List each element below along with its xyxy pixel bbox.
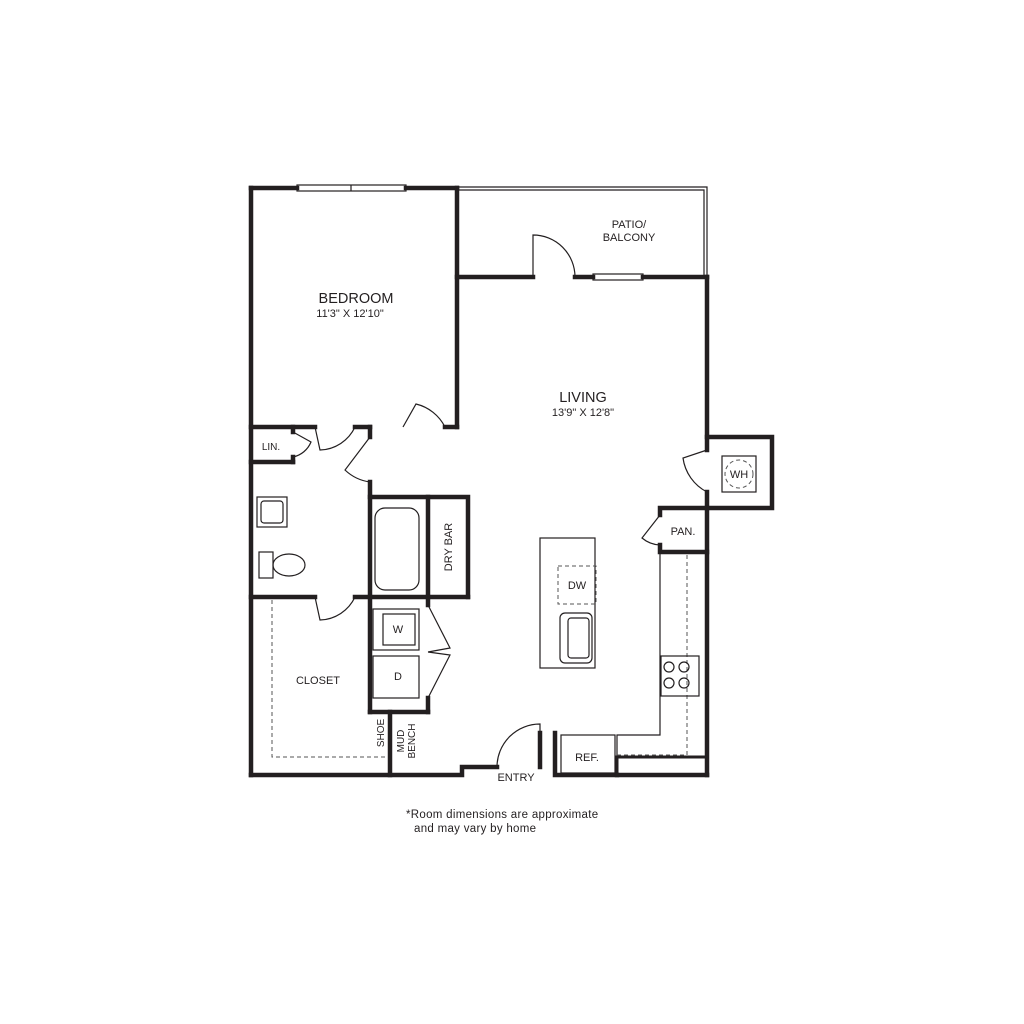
bath-sink bbox=[256, 496, 288, 528]
toilet-bowl bbox=[272, 553, 306, 577]
shoe-label: SHOE bbox=[376, 719, 387, 748]
windows bbox=[296, 184, 644, 281]
patio-railing bbox=[457, 186, 708, 277]
range bbox=[660, 655, 700, 697]
pantry-label: PAN. bbox=[671, 526, 696, 538]
bench-label: BENCH bbox=[407, 723, 418, 758]
kitchen-island bbox=[539, 537, 596, 669]
washer bbox=[372, 608, 420, 651]
dishwasher-label: DW bbox=[568, 580, 587, 592]
dry-bar-label: DRY BAR bbox=[443, 523, 455, 572]
dimensions-disclaimer: *Room dimensions are approximate and may… bbox=[406, 808, 598, 836]
balcony-label: BALCONY bbox=[603, 232, 656, 244]
water-heater-label: WH bbox=[730, 469, 748, 481]
doors bbox=[292, 234, 708, 768]
refrigerator-label: REF. bbox=[575, 752, 599, 764]
bathtub bbox=[374, 507, 420, 591]
linen-label: LIN. bbox=[262, 442, 280, 453]
fixtures bbox=[256, 455, 757, 774]
washer-label: W bbox=[393, 624, 404, 636]
closet-label: CLOSET bbox=[296, 675, 340, 687]
kitchen-sink bbox=[559, 612, 593, 664]
patio-label: PATIO/ bbox=[612, 219, 647, 231]
disclaimer-line-1: *Room dimensions are approximate bbox=[406, 809, 599, 821]
bedroom-label: BEDROOM bbox=[319, 291, 394, 307]
living-dims: 13'9" X 12'8" bbox=[552, 407, 614, 419]
dryer-label: D bbox=[394, 671, 402, 683]
dishwasher bbox=[557, 565, 597, 605]
bedroom-dims: 11'3" X 12'10" bbox=[316, 308, 384, 320]
entry-label: ENTRY bbox=[497, 772, 535, 784]
water-heater bbox=[721, 455, 757, 493]
refrigerator bbox=[560, 734, 616, 774]
disclaimer-line-2: and may vary by home bbox=[414, 823, 537, 835]
mud-label: MUD bbox=[396, 730, 407, 753]
living-label: LIVING bbox=[559, 390, 607, 406]
patio-railing-inner bbox=[457, 189, 705, 277]
dryer bbox=[372, 655, 420, 699]
toilet-tank bbox=[258, 551, 274, 579]
